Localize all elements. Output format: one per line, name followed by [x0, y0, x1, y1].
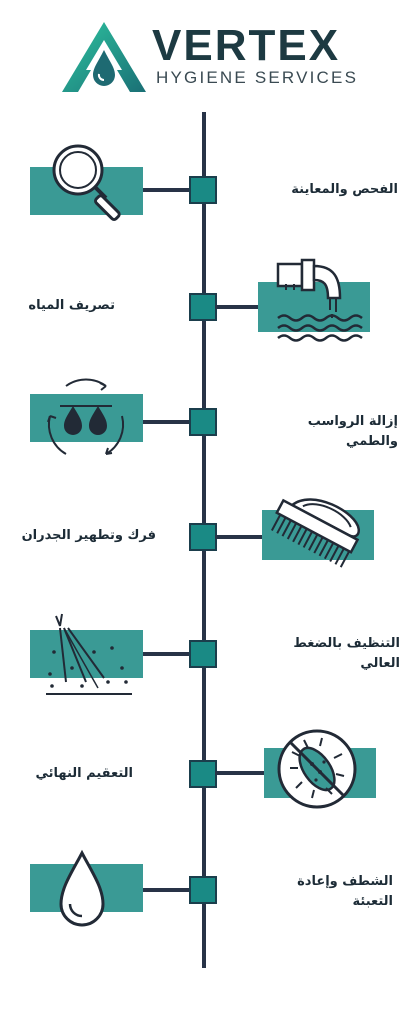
- no-germ-icon: [277, 729, 357, 809]
- step-4-connector: [215, 535, 263, 539]
- magnifier-icon: [52, 144, 121, 221]
- step-1-label: الفحص والمعاينة: [291, 182, 398, 197]
- brand-name: VERTEX: [152, 21, 341, 70]
- step-2-connector: [215, 305, 260, 309]
- step-7-node: [189, 876, 217, 904]
- step-2-node: [189, 293, 217, 321]
- water-drain-icon: [276, 258, 363, 342]
- brand-tagline: HYGIENE SERVICES: [156, 68, 359, 87]
- step-4-label: فرك وتطهير الجدران: [21, 528, 156, 543]
- sediment-drops-icon: [47, 378, 125, 455]
- water-drop-icon: [59, 849, 105, 927]
- step-3-connector: [143, 420, 193, 424]
- scrub-brush-icon: [270, 498, 360, 568]
- step-1-connector: [143, 188, 193, 192]
- mountain-drop-logo-icon: [62, 22, 146, 92]
- step-6-label: التعقيم النهائي: [35, 766, 133, 781]
- step-5-node: [189, 640, 217, 668]
- step-5-connector: [143, 652, 193, 656]
- step-4-node: [189, 523, 217, 551]
- step-6-connector: [215, 771, 265, 775]
- step-2-label: تصريف المياه: [28, 298, 115, 313]
- step-1-node: [189, 176, 217, 204]
- step-6-node: [189, 760, 217, 788]
- step-3-node: [189, 408, 217, 436]
- pressure-spray-icon: [46, 613, 132, 695]
- step-7-label: الشطف وإعادة التعبئة: [297, 874, 393, 909]
- step-7-connector: [143, 888, 193, 892]
- step-3-label: إزالة الرواسب والطمي: [307, 414, 398, 449]
- step-5-label: التنظيف بالضغط العالي: [293, 636, 400, 671]
- brand-logo: VERTEX HYGIENE SERVICES: [60, 18, 360, 98]
